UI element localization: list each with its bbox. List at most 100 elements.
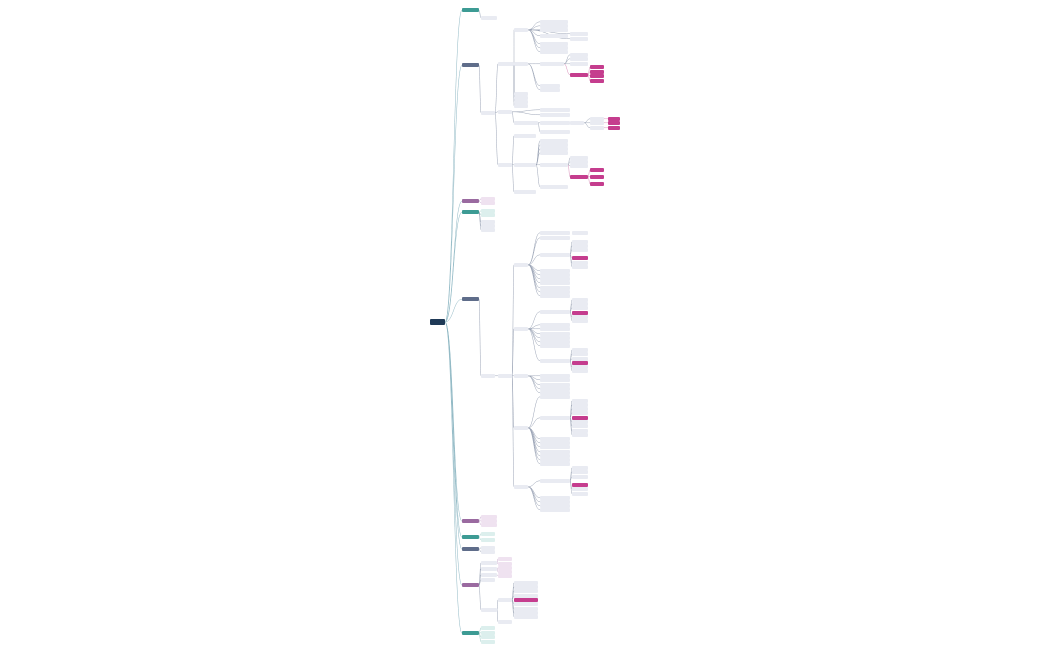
leaf-node[interactable] [481, 532, 495, 536]
leaf-node[interactable] [540, 327, 570, 331]
leaf-node[interactable] [572, 244, 588, 248]
leaf-node[interactable] [540, 479, 570, 483]
leaf-node[interactable] [514, 62, 528, 66]
leaf-node[interactable] [481, 573, 497, 577]
highlight-node[interactable] [608, 117, 620, 121]
leaf-node[interactable] [540, 84, 560, 88]
leaf-node[interactable] [540, 185, 568, 189]
leaf-node[interactable] [498, 562, 512, 566]
highlight-node[interactable] [572, 416, 588, 420]
leaf-node[interactable] [540, 441, 570, 445]
leaf-node[interactable] [540, 281, 570, 285]
leaf-node[interactable] [481, 519, 497, 523]
branch-node[interactable] [462, 583, 479, 588]
leaf-node[interactable] [514, 585, 538, 589]
leaf-node[interactable] [572, 365, 588, 369]
leaf-node[interactable] [514, 615, 538, 619]
leaf-node[interactable] [590, 74, 604, 78]
leaf-node[interactable] [572, 261, 588, 265]
highlight-node[interactable] [572, 483, 588, 487]
leaf-node[interactable] [572, 407, 588, 411]
leaf-node[interactable] [570, 164, 588, 168]
leaf-node[interactable] [540, 504, 570, 508]
branch-node[interactable] [462, 535, 479, 540]
leaf-node[interactable] [572, 411, 588, 415]
leaf-node[interactable] [481, 626, 495, 630]
branch-node[interactable] [462, 63, 479, 68]
leaf-node[interactable] [572, 231, 588, 235]
leaf-node[interactable] [540, 139, 568, 143]
leaf-node[interactable] [572, 466, 588, 470]
leaf-node[interactable] [481, 640, 495, 644]
leaf-node[interactable] [540, 231, 570, 235]
leaf-node[interactable] [514, 374, 528, 378]
leaf-node[interactable] [481, 220, 495, 224]
leaf-node[interactable] [481, 635, 495, 639]
leaf-node[interactable] [590, 79, 604, 83]
leaf-node[interactable] [540, 46, 568, 50]
leaf-node[interactable] [540, 378, 570, 382]
leaf-node[interactable] [540, 236, 570, 240]
leaf-node[interactable] [498, 62, 514, 66]
leaf-node[interactable] [514, 611, 538, 615]
leaf-node[interactable] [514, 581, 538, 585]
leaf-node[interactable] [570, 156, 588, 160]
highlight-node[interactable] [570, 175, 588, 179]
leaf-node[interactable] [570, 32, 588, 36]
leaf-node[interactable] [498, 566, 512, 570]
leaf-node[interactable] [540, 496, 570, 500]
leaf-node[interactable] [540, 20, 568, 24]
leaf-node[interactable] [481, 228, 495, 232]
leaf-node[interactable] [590, 168, 604, 172]
leaf-node[interactable] [540, 62, 564, 66]
leaf-node[interactable] [572, 319, 588, 323]
leaf-node[interactable] [540, 286, 570, 290]
leaf-node[interactable] [514, 121, 538, 125]
leaf-node[interactable] [514, 163, 536, 167]
highlight-node[interactable] [572, 311, 588, 315]
leaf-node[interactable] [481, 16, 497, 20]
leaf-node[interactable] [540, 500, 570, 504]
highlight-node[interactable] [572, 361, 588, 365]
leaf-node[interactable] [540, 458, 570, 462]
leaf-node[interactable] [514, 602, 538, 606]
leaf-node[interactable] [514, 134, 536, 138]
leaf-node[interactable] [514, 594, 538, 598]
leaf-node[interactable] [540, 395, 570, 399]
leaf-node[interactable] [540, 332, 570, 336]
leaf-node[interactable] [498, 620, 512, 624]
leaf-node[interactable] [498, 574, 512, 578]
leaf-node[interactable] [481, 538, 495, 542]
leaf-node[interactable] [570, 57, 588, 61]
leaf-node[interactable] [590, 65, 604, 69]
leaf-node[interactable] [572, 475, 588, 479]
leaf-node[interactable] [540, 24, 568, 28]
leaf-node[interactable] [572, 369, 588, 373]
branch-node[interactable] [462, 210, 479, 215]
leaf-node[interactable] [514, 104, 528, 108]
leaf-node[interactable] [572, 420, 588, 424]
root-node[interactable] [430, 319, 445, 325]
leaf-node[interactable] [540, 391, 570, 395]
leaf-node[interactable] [540, 34, 568, 38]
leaf-node[interactable] [481, 515, 497, 519]
leaf-node[interactable] [590, 175, 604, 179]
leaf-node[interactable] [590, 182, 604, 186]
leaf-node[interactable] [540, 454, 570, 458]
leaf-node[interactable] [514, 28, 528, 32]
leaf-node[interactable] [590, 126, 604, 130]
leaf-node[interactable] [540, 143, 568, 147]
leaf-node[interactable] [540, 508, 570, 512]
leaf-node[interactable] [540, 359, 570, 363]
leaf-node[interactable] [498, 374, 512, 378]
leaf-node[interactable] [572, 429, 588, 433]
leaf-node[interactable] [540, 277, 570, 281]
leaf-node[interactable] [481, 523, 497, 527]
leaf-node[interactable] [514, 589, 538, 593]
leaf-node[interactable] [540, 147, 568, 151]
leaf-node[interactable] [540, 130, 570, 134]
leaf-node[interactable] [514, 327, 528, 331]
leaf-node[interactable] [572, 302, 588, 306]
leaf-node[interactable] [572, 298, 588, 302]
leaf-node[interactable] [540, 323, 570, 327]
